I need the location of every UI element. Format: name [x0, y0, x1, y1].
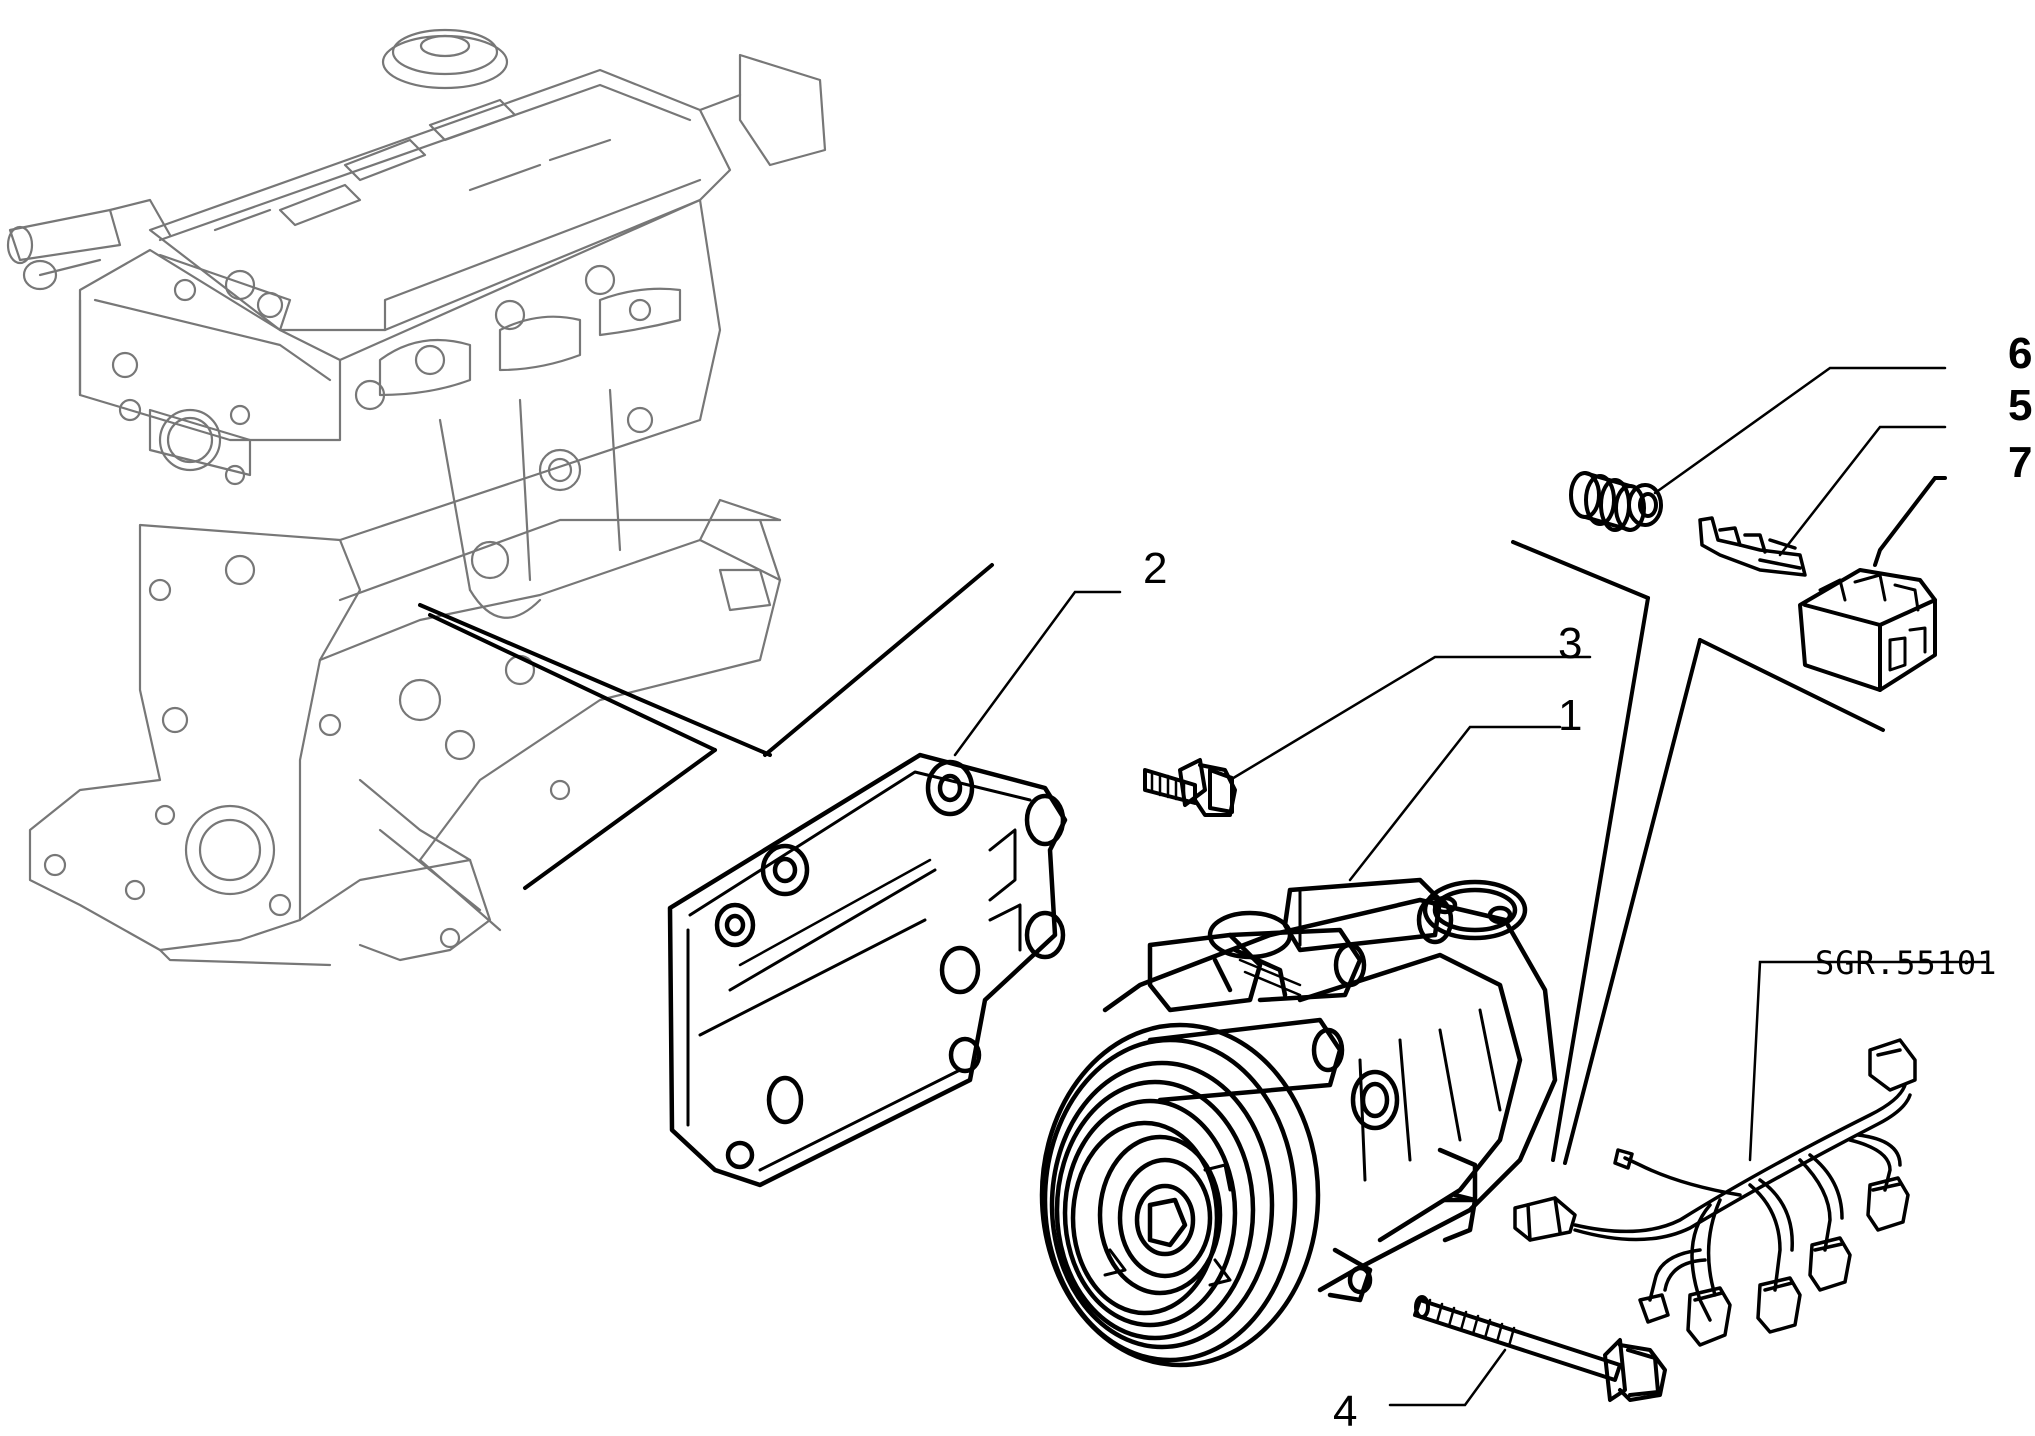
leader-1	[1348, 725, 1562, 882]
callout-7: 7	[2008, 438, 2033, 487]
screw-part-3	[1143, 758, 1237, 817]
drawing-code: SGR.55101	[1815, 944, 1998, 982]
connector-housing-part-7	[1798, 568, 1937, 692]
leader-5	[1778, 425, 1947, 557]
leader-lines	[953, 366, 1987, 1407]
terminal-part-5	[1698, 516, 1807, 577]
callout-5: 5	[2008, 381, 2033, 430]
leader-3	[1228, 655, 1592, 782]
leader-2	[953, 590, 1122, 757]
engine-index-lines	[418, 563, 994, 890]
callout-1: 1	[1558, 691, 1583, 740]
engine-block-outline	[6, 28, 827, 967]
mounting-bracket-part-2	[667, 752, 1068, 1188]
leader-6	[1653, 366, 1947, 495]
callout-3: 3	[1558, 619, 1583, 668]
connector-index-lines	[1511, 540, 1885, 1165]
callout-2: 2	[1143, 544, 1168, 593]
leader-7	[1873, 476, 1947, 567]
callout-6: 6	[2008, 329, 2033, 378]
grommet-part-6	[1569, 471, 1663, 532]
long-bolt-part-4	[1413, 1295, 1667, 1402]
wiring-harness	[1513, 1038, 1917, 1347]
leader-code	[1748, 960, 1987, 1162]
ac-compressor-part-1	[1039, 877, 1558, 1368]
leader-4	[1388, 1348, 1507, 1407]
callout-4: 4	[1333, 1387, 1358, 1436]
